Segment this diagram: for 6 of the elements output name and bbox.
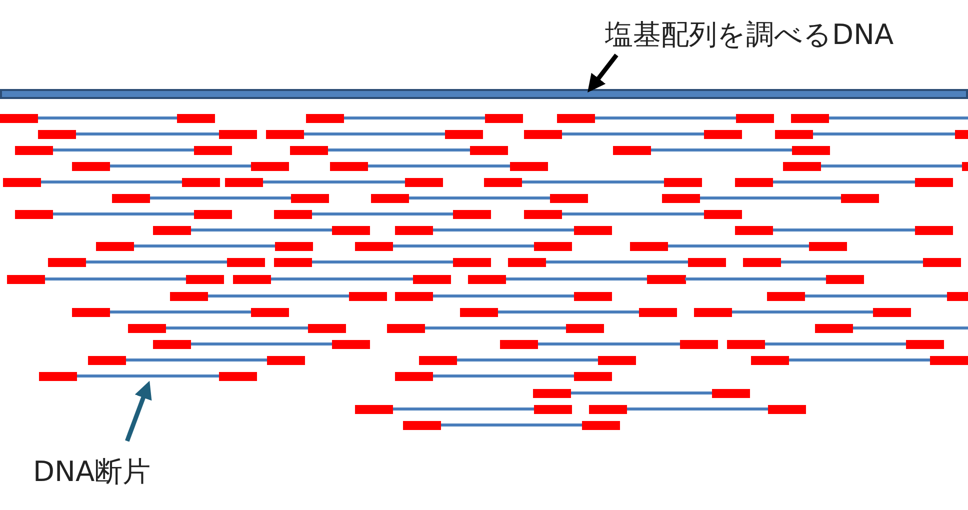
arrow [588,54,618,93]
dna-fragment [39,372,257,381]
arrow [125,380,152,442]
label-text: DNA断片 [33,455,151,489]
label-text: 塩基配列を調べるDNA [605,18,894,52]
dna-strand [0,89,968,99]
